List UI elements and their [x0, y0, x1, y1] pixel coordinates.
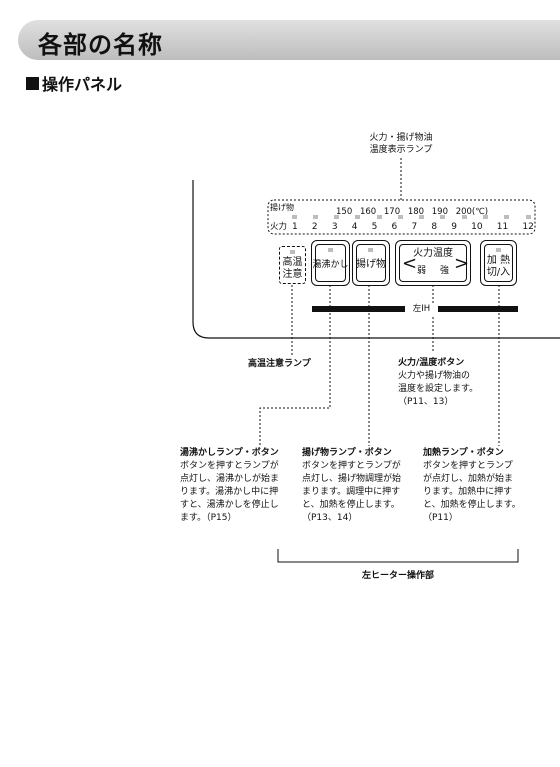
fry-button[interactable]: 揚げ物	[352, 240, 390, 286]
power-weak-label: 弱	[417, 266, 427, 276]
heat-button-inner	[484, 244, 513, 282]
heat-callout-line1: ボタンを押すとランプ	[423, 461, 513, 471]
led-10	[483, 215, 488, 219]
led-11	[504, 215, 509, 219]
heat-callout-line2: が点灯し、加熱が始ま	[423, 474, 514, 484]
boil-callout-line4: すと、湯沸かしを停止し	[180, 500, 279, 510]
power-temp-button[interactable]: 火力温度 < > 弱 強	[395, 240, 471, 286]
lamp-label: 火力・揚げ物油 温度表示ランプ	[365, 132, 437, 156]
boil-lamp-led	[328, 248, 333, 252]
header-bar	[18, 20, 560, 60]
lamp-label-line1: 火力・揚げ物油	[369, 133, 433, 143]
led-9	[462, 215, 467, 219]
fry-button-inner	[356, 244, 386, 282]
heat-callout-line4: と、加熱を停止します。	[423, 500, 521, 510]
scale-row1-label: 揚げ物	[270, 203, 294, 212]
fry-callout-line3: まります。調理中に押す	[302, 487, 401, 497]
page-title: 各部の名称	[38, 31, 163, 59]
heat-callout-title: 加熱ランプ・ボタン	[423, 448, 504, 458]
level-1: 1	[292, 222, 298, 232]
boil-button[interactable]: 湯沸かし	[311, 240, 350, 286]
heat-callout: 加熱ランプ・ボタン ボタンを押すとランプ が点灯し、加熱が始ま ります。加熱中に…	[423, 447, 521, 525]
scale-levels: 1 2 3 4 5 6 7 8 9 10 11 12	[292, 222, 534, 232]
fry-lamp-led	[368, 248, 373, 252]
led-3	[334, 215, 339, 219]
led-4	[355, 215, 360, 219]
power-callout-line2: 温度を設定します。	[398, 384, 479, 394]
left-ih-label: 左IH	[405, 303, 438, 315]
power-button-callout: 火力/温度ボタン 火力や揚げ物油の 温度を設定します。 （P11、13）	[398, 357, 478, 409]
boil-button-inner	[315, 244, 346, 282]
led-5	[377, 215, 382, 219]
power-temp-title: 火力温度	[413, 248, 453, 259]
level-8: 8	[431, 222, 438, 232]
fry-callout-line4: と、加熱を停止します。	[302, 500, 400, 510]
temp-190: 190	[431, 207, 448, 217]
level-5: 5	[371, 222, 378, 232]
level-10: 10	[471, 222, 483, 232]
led-7	[419, 215, 424, 219]
section-title: 操作パネル	[42, 75, 123, 94]
fry-callout-title: 揚げ物ランプ・ボタン	[302, 448, 392, 458]
power-callout-line3: （P11、13）	[398, 397, 454, 407]
level-12: 12	[522, 222, 534, 232]
heat-button-line1: 加 熱	[486, 255, 511, 266]
level-11: 11	[496, 222, 509, 232]
boil-callout: 湯沸かしランプ・ボタン ボタンを押すとランプが 点灯し、湯沸かしが始ま ります。…	[180, 447, 279, 525]
level-9: 9	[451, 222, 457, 232]
level-3: 3	[331, 222, 338, 232]
fry-button-label: 揚げ物	[356, 259, 386, 270]
chevron-left-icon: <	[402, 253, 418, 274]
led-12	[526, 215, 531, 219]
power-temp-button-inner	[399, 244, 467, 282]
fry-callout-line2: 点灯し、揚げ物調理が始	[302, 474, 402, 484]
boil-callout-line3: ります。湯沸かし中に押	[180, 487, 279, 497]
temp-150: 150	[336, 207, 353, 217]
level-7: 7	[411, 222, 418, 232]
power-callout-line1: 火力や揚げ物油の	[398, 371, 471, 381]
heat-button-line2: 切/入	[486, 267, 511, 278]
fry-callout-line5: （P13、14）	[302, 513, 358, 523]
boil-button-label: 湯沸かし	[312, 260, 349, 270]
led-2	[313, 215, 318, 219]
heat-button[interactable]: 加 熱 切/入	[480, 240, 517, 286]
heat-callout-line3: ります。加熱中に押す	[423, 487, 513, 497]
boil-callout-line2: 点灯し、湯沸かしが始ま	[180, 474, 280, 484]
boil-callout-title: 湯沸かしランプ・ボタン	[180, 448, 279, 458]
led-8	[440, 215, 445, 219]
temp-180: 180	[407, 207, 425, 217]
scale-leds	[292, 215, 536, 220]
temp-170: 170	[383, 207, 401, 217]
heat-callout-line5: （P11）	[423, 513, 458, 523]
lamp-label-line2: 温度表示ランプ	[369, 145, 433, 155]
warning-lamp-led	[290, 250, 295, 254]
square-bullet-icon	[26, 76, 39, 90]
high-temp-warning: 高温 注意	[279, 246, 306, 284]
led-6	[398, 215, 403, 219]
level-4: 4	[351, 222, 358, 232]
warning-line1: 高温	[282, 257, 303, 268]
boil-callout-line1: ボタンを押すとランプが	[180, 461, 279, 471]
level-2: 2	[311, 222, 318, 232]
section-heading: 操作パネル	[26, 71, 122, 95]
warning-lamp-callout: 高温注意ランプ	[248, 359, 311, 369]
power-callout-title: 火力/温度ボタン	[398, 358, 465, 368]
temp-160: 160	[359, 207, 377, 217]
fry-callout-line1: ボタンを押すとランプが	[302, 461, 401, 471]
heat-lamp-led	[496, 248, 501, 252]
scale-row2-label: 火力	[270, 222, 288, 232]
scale-temps: 150 160 170 180 190 200(℃)	[336, 207, 488, 217]
power-strong-label: 強	[440, 266, 450, 276]
led-1	[292, 215, 297, 219]
fry-callout: 揚げ物ランプ・ボタン ボタンを押すとランプが 点灯し、揚げ物調理が始 まります。…	[302, 447, 401, 525]
temp-200: 200(℃)	[455, 207, 489, 217]
level-6: 6	[391, 222, 398, 232]
boil-callout-line5: ます。（P15）	[180, 513, 237, 523]
warning-line2: 注意	[282, 269, 303, 280]
chevron-right-icon: >	[454, 253, 470, 274]
left-heater-controls-label: 左ヒーター操作部	[362, 571, 435, 581]
